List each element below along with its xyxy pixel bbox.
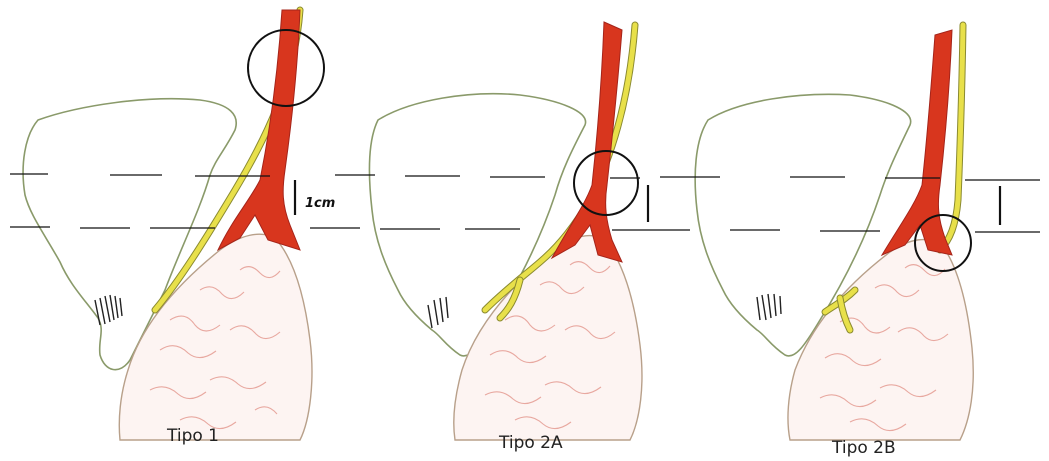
caption-tipo-2a: Tipo 2A xyxy=(499,433,563,453)
artery xyxy=(218,10,300,250)
gland xyxy=(119,234,312,440)
panel-tipo-1: 1cm xyxy=(23,10,335,440)
caption-tipo-1: Tipo 1 xyxy=(167,426,219,446)
hatch-marks xyxy=(757,294,781,320)
panel-tipo-2b xyxy=(695,25,1000,440)
panel-tipo-2a xyxy=(370,22,648,440)
gland xyxy=(454,236,642,440)
hatch-marks xyxy=(428,297,448,328)
gland xyxy=(788,240,973,440)
hatch-marks xyxy=(95,295,122,325)
measure-label: 1cm xyxy=(305,196,335,211)
reference-line-lower xyxy=(10,227,1040,232)
artery xyxy=(882,30,952,255)
caption-tipo-2b: Tipo 2B xyxy=(832,438,896,458)
artery xyxy=(552,22,622,262)
